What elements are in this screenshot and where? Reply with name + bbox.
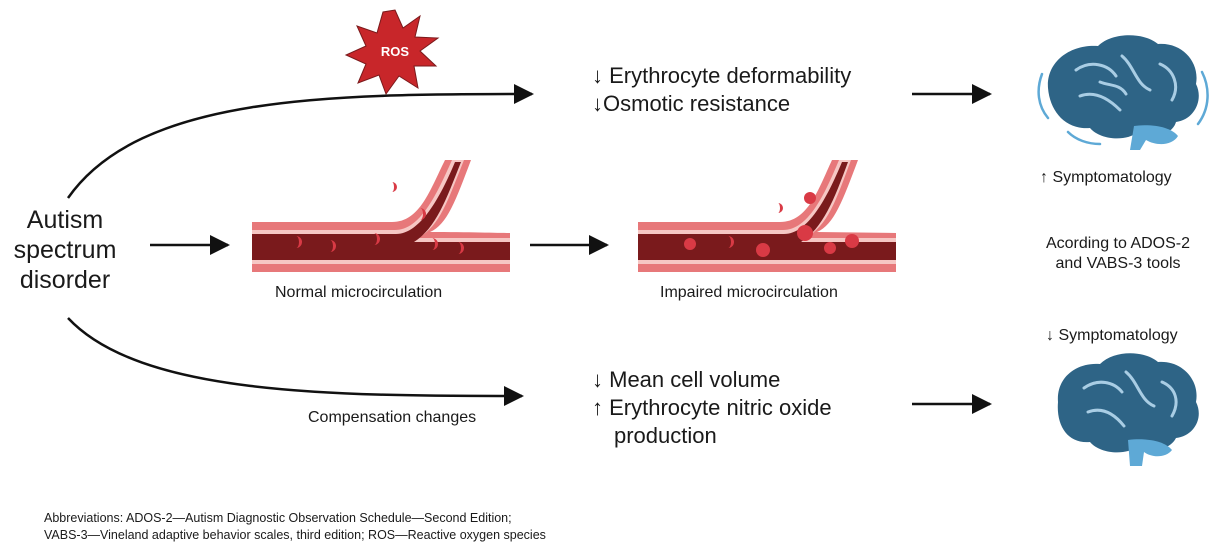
outcome-up-symptomatology: ↑ Symptomatology [1040,169,1172,186]
origin-label: Autism spectrum disorder [10,205,120,295]
impaired-vessel [638,160,896,272]
bottom-effect-1: ↓ Mean cell volume [592,367,781,392]
bottom-branch-effects: ↓ Mean cell volume ↑ Erythrocyte nitric … [592,366,832,450]
normal-microcirculation-label: Normal microcirculation [275,284,443,301]
abbreviations-line-1: Abbreviations: ADOS-2—Autism Diagnostic … [44,511,512,525]
origin-line-1: Autism [26,206,104,234]
origin-line-3: disorder [19,266,111,294]
assessment-note-line-2: and VABS-3 tools [1055,255,1181,272]
assessment-note: Acording to ADOS-2 and VABS-3 tools [1030,234,1206,274]
bottom-effect-2: ↑ Erythrocyte nitric oxide [592,395,832,420]
ros-star-icon [344,9,440,96]
top-effect-2: ↓Osmotic resistance [592,91,791,116]
origin-line-2: spectrum [13,236,117,264]
compensation-label: Compensation changes [308,409,477,426]
assessment-note-line-1: Acording to ADOS-2 [1045,235,1191,252]
bottom-effect-3: production [614,423,717,448]
bottom-curve-arrow [67,317,524,406]
abbreviations-footnote: Abbreviations: ADOS-2—Autism Diagnostic … [44,510,546,544]
impaired-microcirculation-label: Impaired microcirculation [660,284,838,301]
outcome-down-symptomatology: ↓ Symptomatology [1046,327,1178,344]
top-curve-arrow [66,84,534,199]
top-branch-effects: ↓ Erythrocyte deformability ↓Osmotic res… [592,62,851,118]
normal-vessel [252,160,510,272]
ros-badge-label: ROS [380,44,410,59]
brain-icon-top [1037,35,1209,150]
brain-icon-bottom [1057,353,1199,466]
top-effect-1: ↓ Erythrocyte deformability [592,63,852,88]
abbreviations-line-2: VABS-3—Vineland adaptive behavior scales… [44,528,546,542]
